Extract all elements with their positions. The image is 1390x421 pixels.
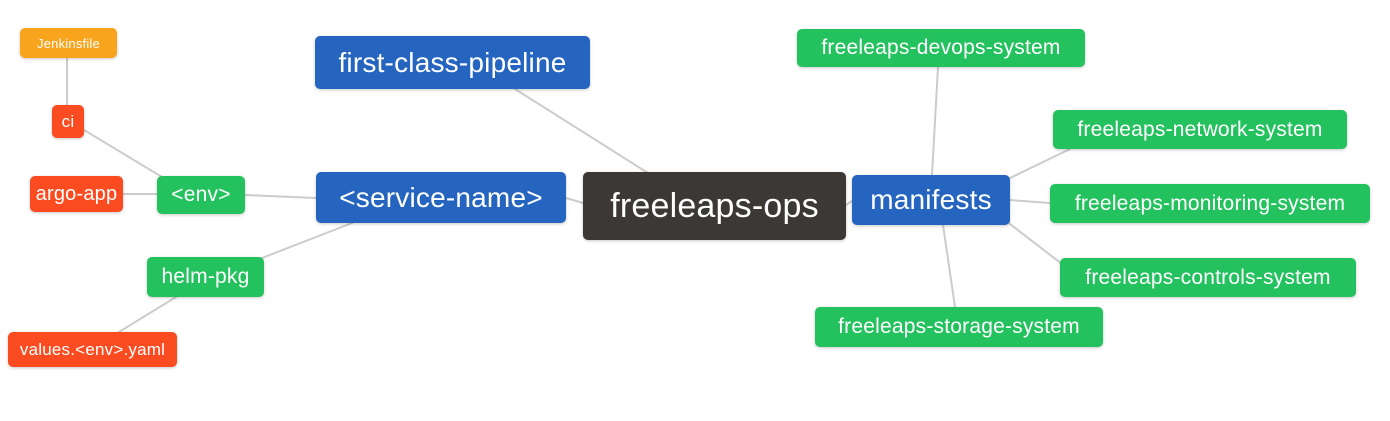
node-freeleaps-ops[interactable]: freeleaps-ops [583,172,846,240]
node-freeleaps-network-system[interactable]: freeleaps-network-system [1053,110,1347,149]
node-helm-pkg[interactable]: helm-pkg [147,257,264,297]
edge-pipeline-root [514,88,649,174]
node-freeleaps-monitoring-system[interactable]: freeleaps-monitoring-system [1050,184,1370,223]
edge-env-service-name [244,194,317,199]
node-ci[interactable]: ci [52,105,84,138]
edge-manifests-controls [1005,220,1063,265]
edge-service-name-helm-pkg [261,222,353,259]
edge-manifests-devops [931,66,939,176]
edge-manifests-monitoring [1009,199,1051,204]
node-freeleaps-controls-system[interactable]: freeleaps-controls-system [1060,258,1356,297]
node-argo-app[interactable]: argo-app [30,176,123,212]
node-freeleaps-devops-system[interactable]: freeleaps-devops-system [797,29,1085,67]
edge-manifests-network [1005,148,1071,181]
node-manifests[interactable]: manifests [852,175,1010,225]
node-jenkinsfile[interactable]: Jenkinsfile [20,28,117,58]
node-freeleaps-storage-system[interactable]: freeleaps-storage-system [815,307,1103,347]
node-env[interactable]: <env> [157,176,245,214]
edge-helm-pkg-values [118,296,177,333]
edge-ci-env [83,129,163,178]
node-first-class-pipeline[interactable]: first-class-pipeline [315,36,590,89]
node-service-name[interactable]: <service-name> [316,172,566,223]
edge-manifests-storage [942,224,956,308]
edge-service-name-root [565,197,584,204]
node-values-env-yaml[interactable]: values.<env>.yaml [8,332,177,367]
